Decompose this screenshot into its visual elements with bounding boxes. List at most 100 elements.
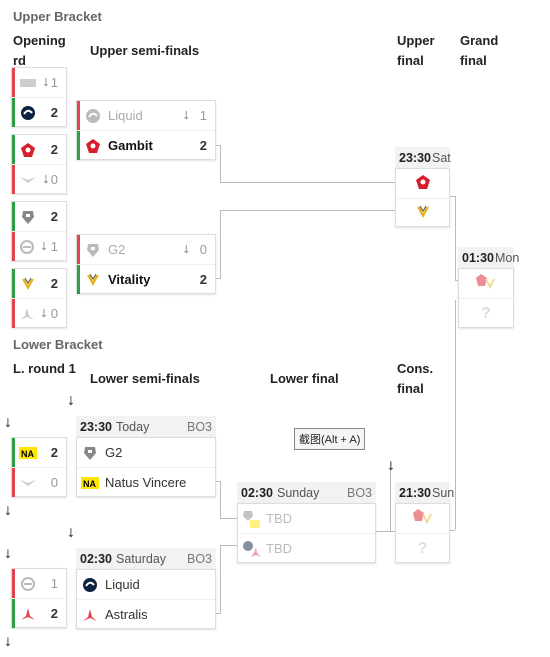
team-row[interactable]: ⭣ 1 (12, 232, 66, 261)
team-row[interactable]: ? (396, 534, 449, 563)
team-row[interactable]: 2 (12, 98, 66, 127)
upper-final-match[interactable]: 23:30 Sat (395, 147, 451, 228)
gambit-vitality-logo-icon (475, 273, 497, 294)
astralis-logo-icon (19, 605, 36, 623)
match-format: BO3 (186, 551, 212, 566)
team-row[interactable]: 2 (12, 599, 66, 628)
match-day: Sunday (276, 485, 320, 500)
match-day: Sun (431, 485, 455, 500)
gambit-logo-icon (415, 174, 431, 193)
team-row[interactable]: ⭣ 1 (12, 68, 66, 97)
lower-semi-match-2[interactable]: 02:30 Saturday BO3 Liquid Astralis (76, 548, 216, 629)
team-row[interactable]: Vitality 2 (77, 265, 215, 294)
upper-semi-match-1[interactable]: Liquid ⭣ 1 Gambit 2 (76, 100, 216, 160)
lower-round1-match-1[interactable]: NA 2 0 (11, 437, 67, 497)
team-row[interactable]: Gambit 2 (77, 131, 215, 160)
opening-match-2[interactable]: 2 ⭣ 0 (11, 134, 67, 194)
rank-arrow-icon: ⭣ (43, 75, 49, 89)
team-row[interactable]: NA Natus Vincere (81, 475, 187, 490)
team-row[interactable]: NA 2 (12, 438, 66, 467)
lower-final-match[interactable]: 02:30 Sunday BO3 TBD TBD (237, 482, 376, 563)
g2-logo-icon (84, 241, 102, 259)
liquid-astralis-logo-icon (242, 540, 260, 558)
match-time: 02:30 (80, 551, 112, 566)
lower-round1-match-2[interactable]: 1 2 (11, 568, 67, 628)
team-row[interactable]: G2 ⭣ 0 (77, 235, 215, 264)
down-arrow-icon: ⭣ (5, 415, 12, 430)
lower-bracket-title: Lower Bracket (13, 337, 103, 352)
down-arrow-icon: ⭣ (68, 525, 75, 540)
match-format: BO3 (186, 419, 212, 434)
g2-navi-logo-icon (242, 510, 260, 528)
team-row[interactable]: 2 (12, 202, 66, 231)
team-row[interactable] (396, 199, 449, 228)
match-time: 01:30 (462, 250, 494, 265)
team-row[interactable] (459, 269, 513, 298)
unknown-team: ? (417, 539, 428, 557)
lower-semi-match-1[interactable]: 23:30 Today BO3 G2 NA Natus Vincere (76, 416, 216, 497)
undefined-logo-icon (19, 74, 37, 92)
svg-text:NA: NA (21, 449, 34, 459)
vitality-logo-icon (84, 271, 102, 289)
col-header-l-round-1: L. round 1 (13, 361, 76, 376)
opening-match-1[interactable]: ⭣ 1 2 (11, 67, 67, 127)
g2-logo-icon (19, 208, 36, 226)
rank-arrow-icon: ⭣ (183, 242, 189, 256)
team-row[interactable]: Liquid (77, 570, 215, 599)
match-day: Mon (494, 250, 520, 265)
team-row[interactable] (396, 169, 449, 198)
nip-logo-icon (19, 575, 36, 593)
vitality-logo-icon (415, 204, 431, 223)
team-row[interactable]: 1 (12, 569, 66, 598)
screenshot-tooltip: 截图(Alt + A) (294, 428, 366, 450)
down-arrow-icon: ⭣ (388, 458, 395, 473)
team-row[interactable]: 0 (12, 468, 66, 497)
rank-arrow-icon: ⭣ (43, 172, 49, 186)
grand-final-match[interactable]: 01:30 Mon ? (458, 247, 519, 328)
unknown-team: ? (481, 304, 491, 322)
team-row[interactable]: Liquid ⭣ 1 (77, 101, 215, 130)
match-day: Today (115, 419, 150, 434)
team-row[interactable]: 2 (12, 269, 66, 298)
col-header-upper-semis: Upper semi-finals (90, 43, 200, 58)
team-row[interactable]: ? (459, 299, 513, 328)
col-header-upper-final: Upper final (397, 33, 435, 68)
rank-arrow-icon: ⭣ (183, 108, 189, 122)
col-header-lower-final: Lower final (270, 371, 339, 386)
astralis-logo-icon (19, 305, 35, 323)
rank-arrow-icon: ⭣ (41, 306, 47, 320)
g2-logo-icon (81, 444, 99, 462)
gambit-logo-icon (19, 141, 36, 159)
opening-match-3[interactable]: 2 ⭣ 1 (11, 201, 67, 261)
col-header-lower-semis: Lower semi-finals (90, 371, 200, 386)
liquid-logo-icon (19, 104, 36, 122)
col-header-cons-final: Cons. final (397, 361, 434, 396)
match-time: 21:30 (399, 485, 431, 500)
team-row[interactable]: ⭣ 0 (12, 299, 66, 328)
match-format: BO3 (346, 485, 372, 500)
cons-final-match[interactable]: 21:30 Sun ? (395, 482, 454, 563)
down-arrow-icon: ⭣ (68, 393, 75, 408)
match-day: Saturday (115, 551, 167, 566)
team-row[interactable]: Astralis (77, 600, 215, 629)
down-arrow-icon: ⭣ (5, 503, 12, 518)
team-row[interactable]: 2 (12, 135, 66, 164)
upper-bracket-title: Upper Bracket (13, 9, 102, 24)
vitality-logo-icon (19, 275, 36, 293)
rank-arrow-icon: ⭣ (41, 239, 47, 253)
team-row[interactable]: ⭣ 0 (12, 165, 66, 194)
wings-logo-icon (19, 474, 37, 492)
match-time: 02:30 (241, 485, 273, 500)
match-day: Sat (431, 150, 451, 165)
team-row[interactable] (396, 504, 449, 533)
team-row[interactable]: G2 (77, 438, 215, 467)
team-row[interactable]: TBD (238, 534, 375, 563)
match-time: 23:30 (80, 419, 112, 434)
match-time: 23:30 (399, 150, 431, 165)
upper-semi-match-2[interactable]: G2 ⭣ 0 Vitality 2 (76, 234, 216, 294)
down-arrow-icon: ⭣ (5, 634, 12, 649)
opening-match-4[interactable]: 2 ⭣ 0 (11, 268, 67, 328)
team-row[interactable]: TBD (238, 504, 375, 533)
gambit-vitality-logo-icon (412, 508, 434, 529)
svg-text:NA: NA (83, 479, 96, 489)
